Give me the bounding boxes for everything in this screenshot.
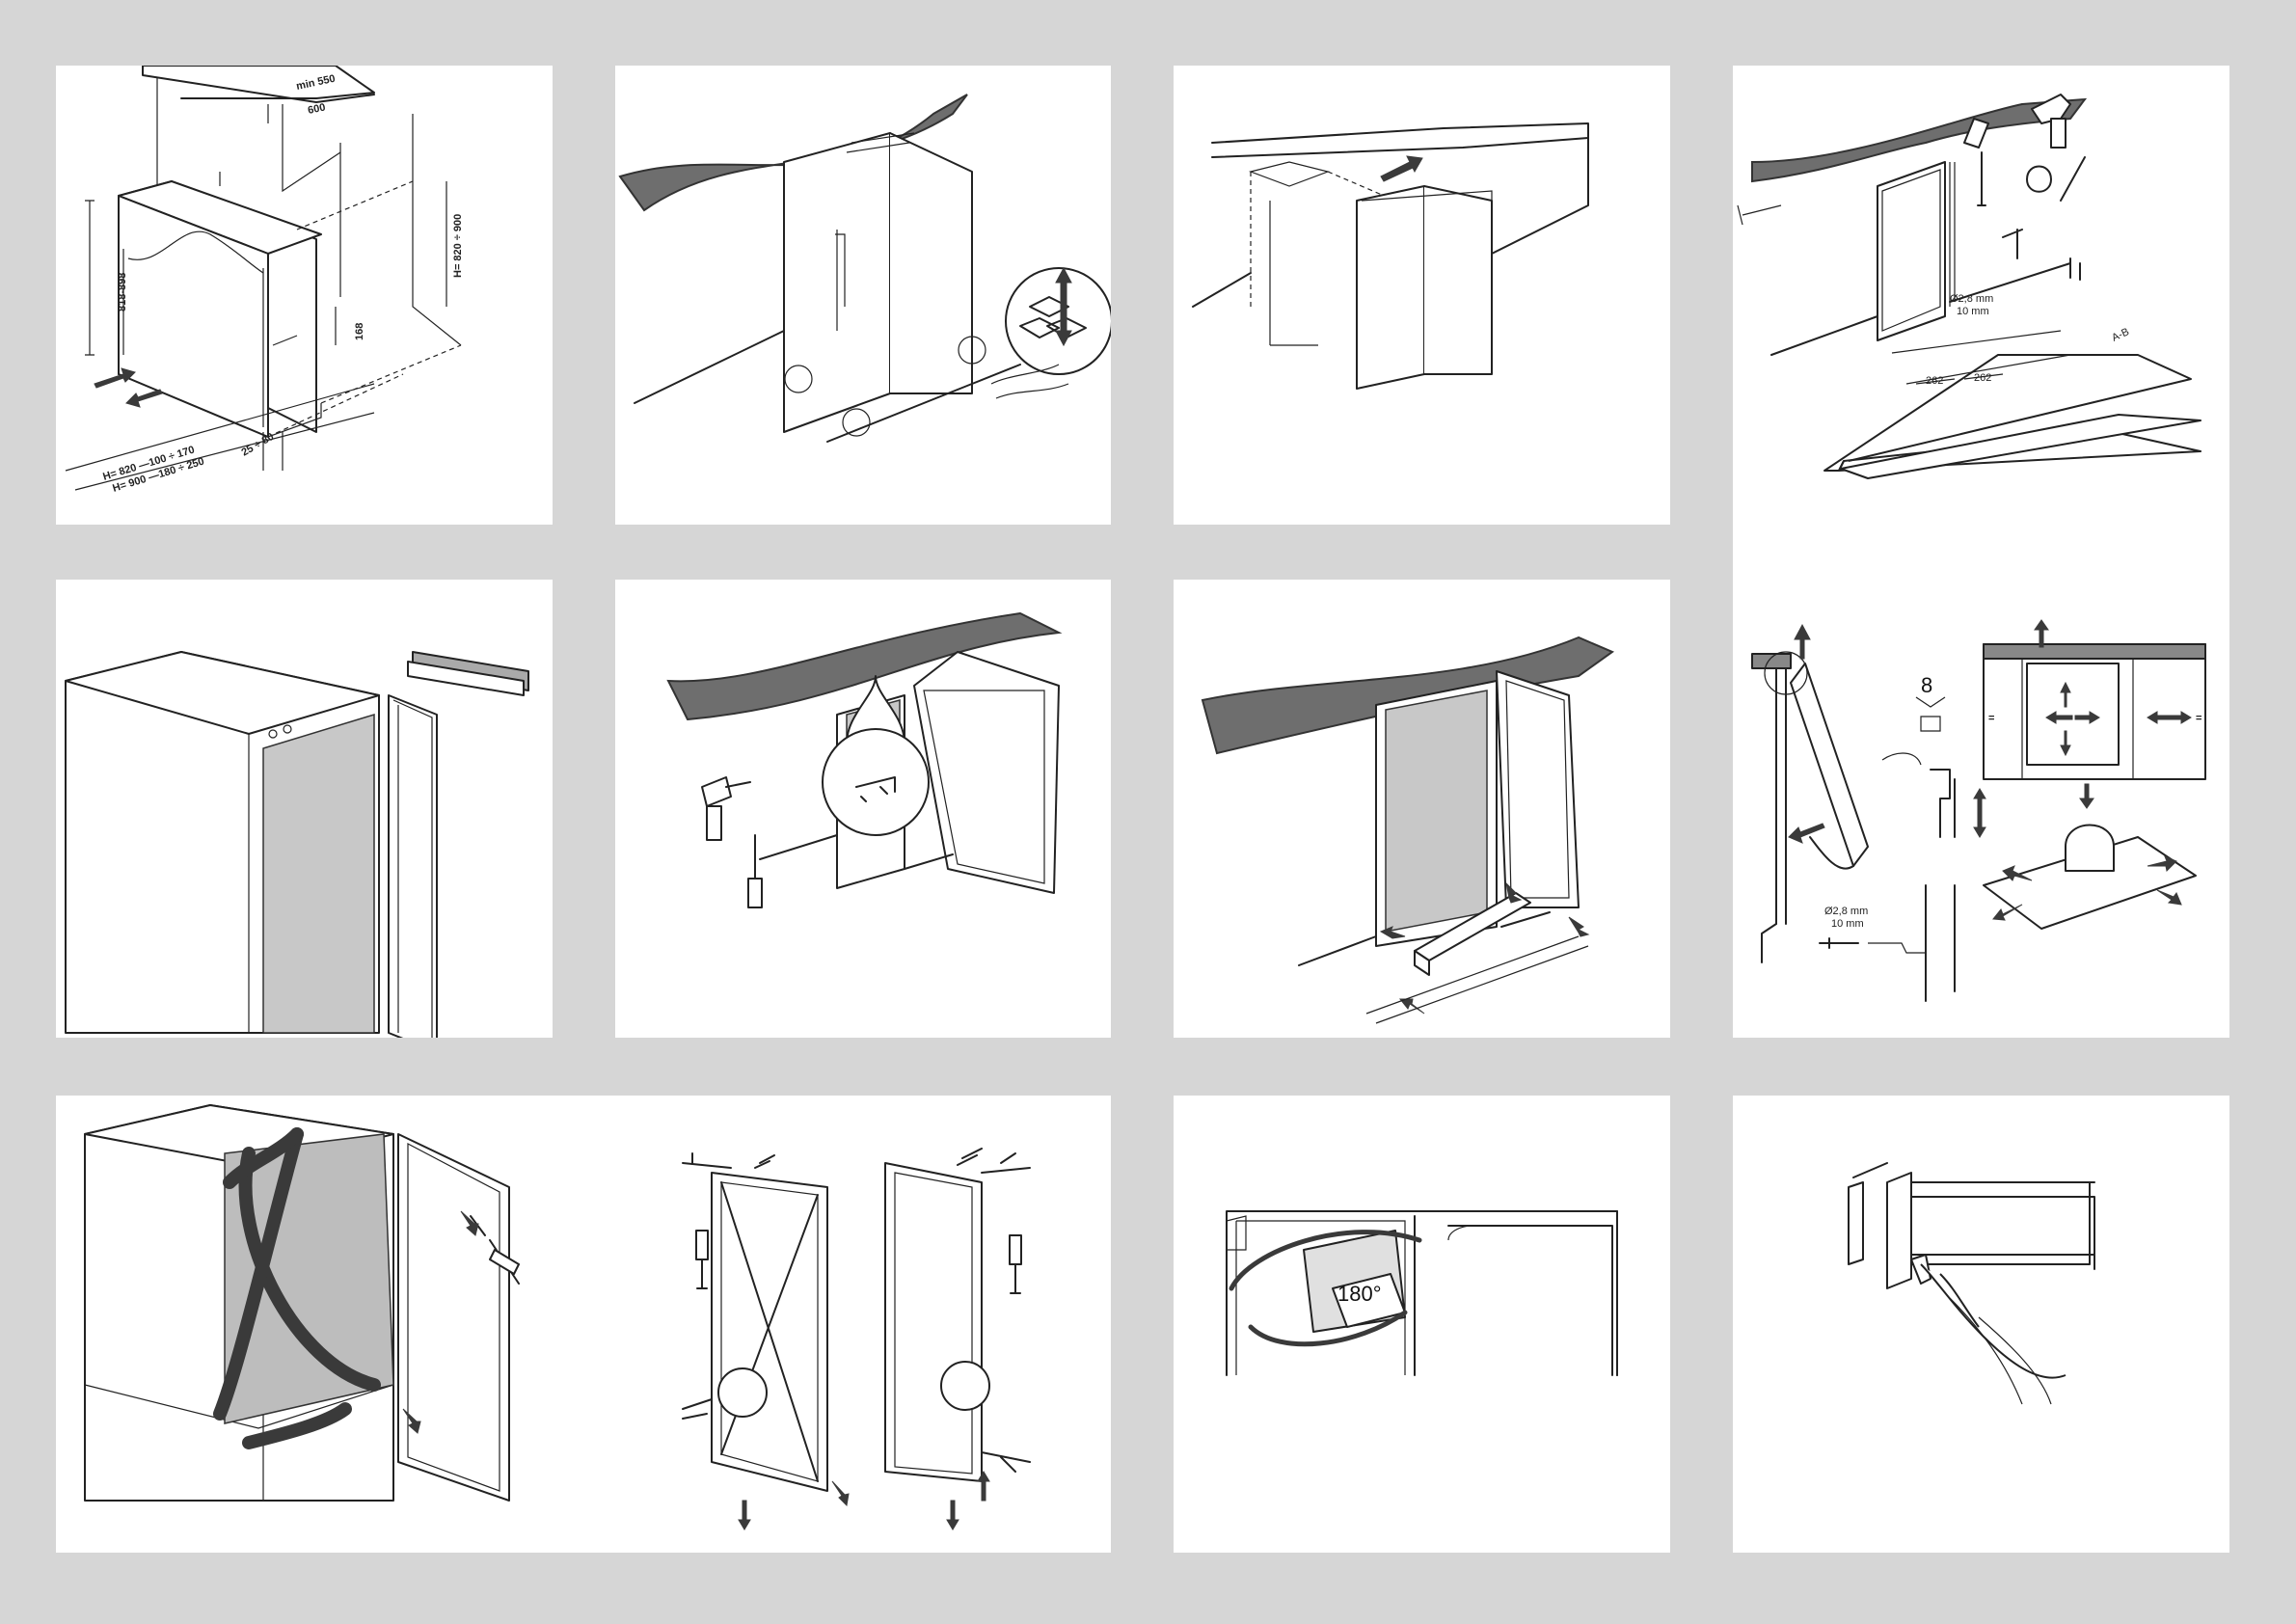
mark-drill-diagram: 262 262 A-B Ø2,8 mm 10 mm 8 Ø2,8 mm 10 m… xyxy=(1737,94,2206,1002)
drill-depth-bottom: 10 mm xyxy=(1831,918,1864,930)
rotate-latch-diagram: 180° xyxy=(1226,1210,1618,1376)
panel-door-cover xyxy=(56,580,553,1038)
panel-adjust-feet xyxy=(615,66,1111,525)
close-door-diagram xyxy=(1848,1162,2095,1405)
hand-icon-2 xyxy=(1949,1297,2023,1405)
dimensions-diagram: min 550 600 818-898 H= 820 ÷ 900 168 25 … xyxy=(65,66,464,495)
hand-icon xyxy=(990,364,1069,399)
dim-min550: min 550 xyxy=(295,73,337,93)
panel-plinth xyxy=(1174,580,1670,1038)
drill-icon xyxy=(2031,94,2071,124)
equal-sign-2: = xyxy=(2196,713,2201,724)
screwdriver-icon xyxy=(1977,151,1986,206)
dim-820-900: H= 820 ÷ 900 xyxy=(452,214,464,278)
dim-ab: A-B xyxy=(2110,326,2131,344)
push-in-diagram xyxy=(1192,122,1589,390)
panel-push-in xyxy=(1174,66,1670,525)
dim-262-b: 262 xyxy=(1974,372,1991,384)
drill-diameter-bottom: Ø2,8 mm xyxy=(1824,906,1868,917)
panel-close-door xyxy=(1733,1096,2229,1553)
wrench-icon xyxy=(1915,696,1946,732)
dim-262-a: 262 xyxy=(1926,375,1943,387)
screw-icon xyxy=(2002,229,2023,259)
panel-dimensions: min 550 600 818-898 H= 820 ÷ 900 168 25 … xyxy=(56,66,553,525)
dim-818: 818-898 xyxy=(117,273,128,311)
panel-fix-worktop xyxy=(615,580,1111,1038)
tape-measure-icon xyxy=(2026,165,2052,193)
fix-worktop-diagram xyxy=(666,611,1063,908)
adjust-feet-diagram xyxy=(618,94,1111,443)
panel-rotate-latch: 180° xyxy=(1174,1096,1670,1553)
dim-600: 600 xyxy=(307,101,326,117)
drill-diameter-top: Ø2,8 mm xyxy=(1950,293,1993,305)
plinth-diagram xyxy=(1201,636,1615,1024)
pencil-icon xyxy=(2060,156,2086,202)
dim-168: 168 xyxy=(354,323,365,340)
reverse-hinges-diagram xyxy=(84,1104,1031,1530)
door-cover-diagram xyxy=(65,651,529,1038)
panel-mark-drill: 262 262 A-B Ø2,8 mm 10 mm 8 Ø2,8 mm 10 m… xyxy=(1733,66,2229,1038)
equal-sign-1: = xyxy=(1988,713,1994,724)
rotation-label: 180° xyxy=(1337,1282,1382,1306)
panel-reverse-hinges xyxy=(56,1096,1111,1553)
number-eight: 8 xyxy=(1921,673,1932,697)
dim-25-80: 25 ÷ 80 xyxy=(240,431,277,459)
hand-icon-lower xyxy=(1881,752,1922,766)
drill-depth-top: 10 mm xyxy=(1957,306,1989,317)
drill-icon-2 xyxy=(701,776,732,807)
